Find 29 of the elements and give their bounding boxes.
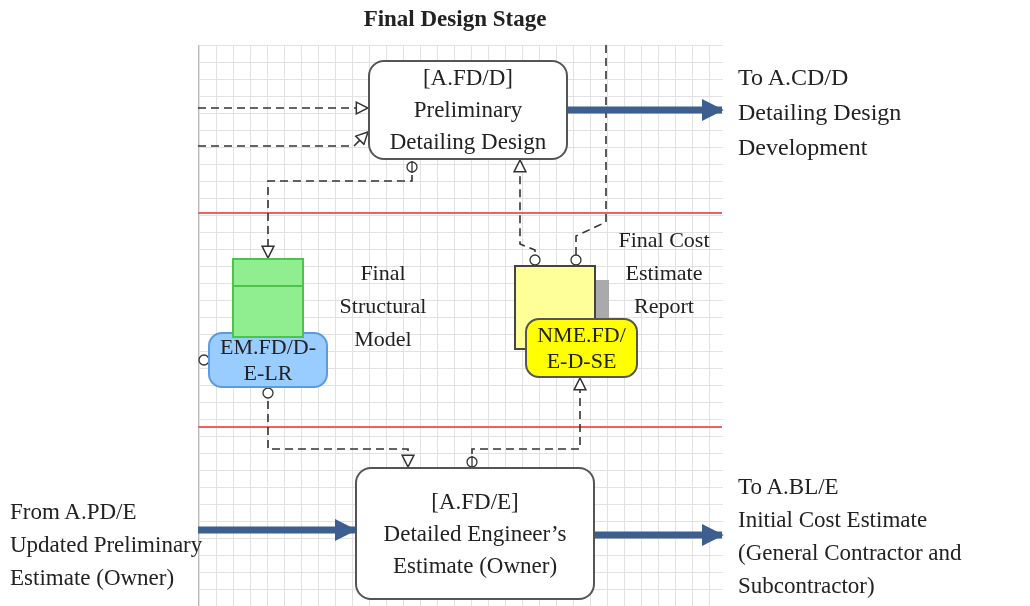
dashed-connector (197, 101, 369, 115)
box-text: EM.FD/D-E-LR (219, 334, 317, 386)
dashed-connector (197, 131, 369, 147)
box-text: Detailed Engineer’s Estimate (Owner) (382, 519, 568, 580)
box-heading: [A.FD/E] (431, 487, 519, 516)
dashed-connector (513, 159, 541, 266)
caption-text: Final Cost Estimate Report (617, 226, 711, 320)
flow-arrow (568, 99, 724, 121)
data-label-box (208, 332, 328, 388)
dashed-connector (261, 160, 418, 259)
annotation-text: To A.CD/D (738, 63, 849, 92)
diagram-title: Final Design Stage (362, 6, 548, 32)
process-box (368, 60, 568, 160)
dashed-connector (570, 44, 607, 266)
model-box (232, 258, 304, 338)
box-text: NME.FD/ E-D-SE (536, 322, 627, 374)
box-text: Preliminary Detailing Design (388, 96, 548, 156)
annotation-text: Detailing Design Development (738, 98, 903, 162)
data-label-box (525, 318, 638, 378)
annotation-text: From A.PD/E (10, 498, 137, 526)
box-heading: [A.FD/D] (422, 64, 514, 92)
caption-text: Final Structural Model (338, 259, 428, 353)
dashed-connector (262, 387, 415, 468)
flow-arrow (595, 524, 724, 546)
annotation-text: Initial Cost Estimate (General Contractor and Subcontractor) (738, 506, 963, 600)
annotation-text: To A.BL/E (738, 473, 839, 501)
annotation-text: Updated Preliminary Estimate (Owner) (10, 531, 204, 592)
dashed-connector (466, 377, 587, 469)
process-box (355, 467, 595, 600)
